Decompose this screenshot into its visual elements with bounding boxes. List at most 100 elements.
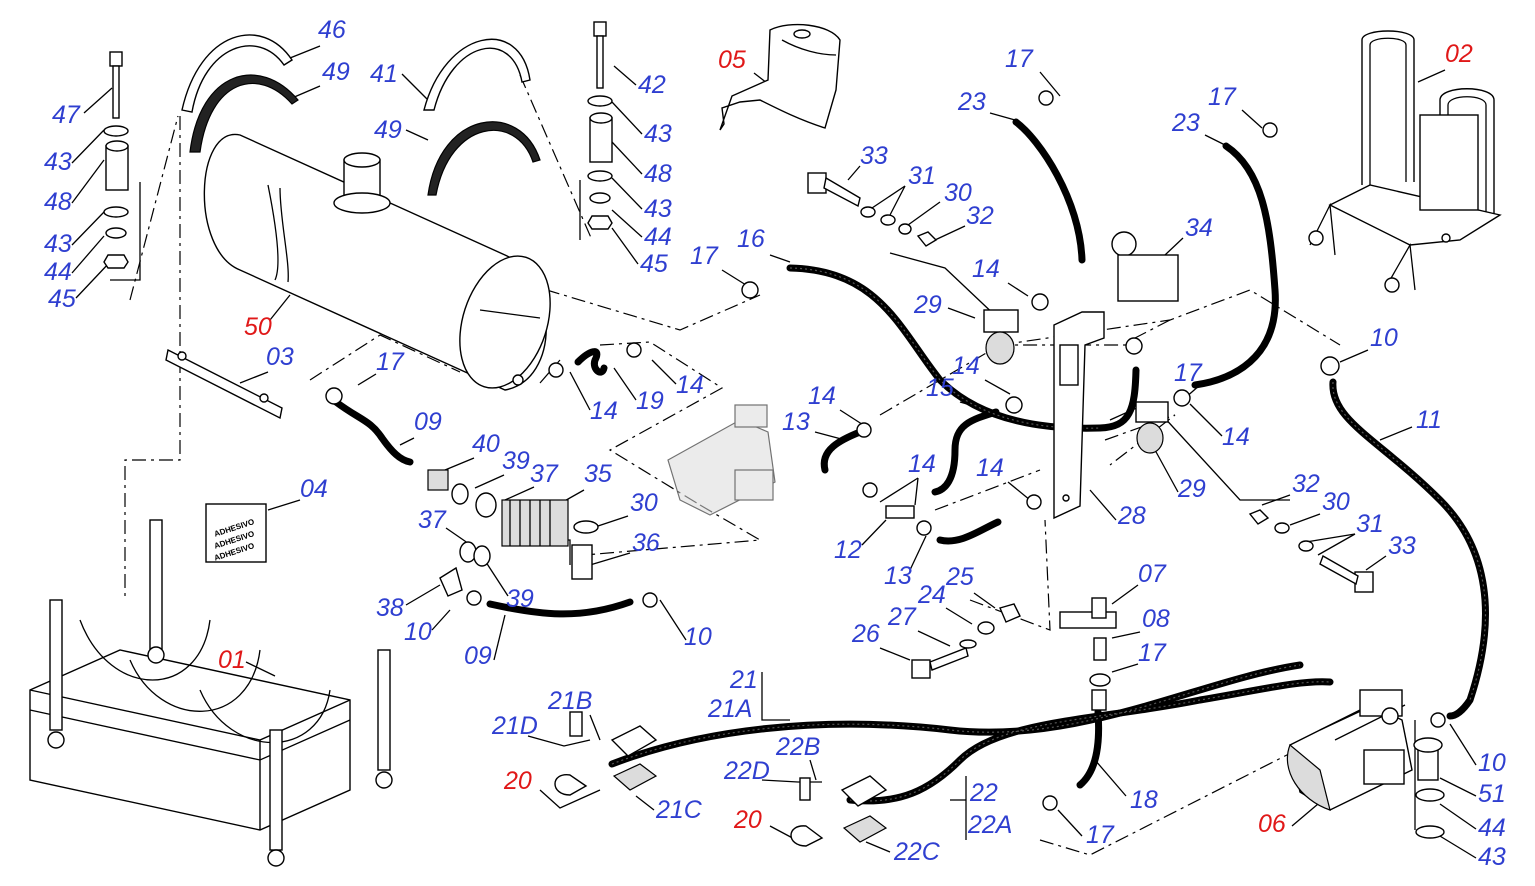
part-label-42: 42: [638, 71, 666, 99]
part-label-43: 43: [644, 120, 672, 148]
part-label-37: 37: [418, 506, 447, 534]
part-label-38: 38: [376, 594, 404, 622]
part-label-21a: 21A: [707, 695, 752, 723]
part-label-22d: 22D: [723, 757, 770, 785]
guard-05: [719, 23, 841, 131]
part-label-09: 09: [464, 642, 492, 670]
part-label-49: 49: [374, 116, 402, 144]
part-label-45: 45: [640, 250, 668, 278]
part-label-14: 14: [908, 450, 936, 478]
part-label-48: 48: [44, 188, 72, 216]
part-label-29: 29: [913, 291, 942, 319]
part-label-22b: 22B: [775, 733, 820, 761]
part-label-39: 39: [502, 447, 530, 475]
part-label-47: 47: [52, 101, 81, 129]
part-label-14: 14: [952, 352, 980, 380]
part-label-23: 23: [957, 88, 986, 116]
part-label-20: 20: [733, 806, 762, 834]
part-label-33: 33: [860, 142, 888, 170]
part-label-14: 14: [676, 371, 704, 399]
part-label-17: 17: [1208, 83, 1237, 111]
part-label-25: 25: [945, 563, 974, 591]
part-label-41: 41: [370, 60, 398, 88]
fittings: [205, 90, 1446, 847]
part-label-29: 29: [1177, 475, 1206, 503]
part-label-39: 39: [506, 585, 534, 613]
part-label-16: 16: [737, 225, 765, 253]
bracket-03: [165, 348, 283, 420]
part-label-44: 44: [1478, 814, 1506, 842]
part-label-40: 40: [472, 430, 500, 458]
part-label-11: 11: [1416, 406, 1442, 434]
part-label-44: 44: [44, 258, 72, 286]
part-label-33: 33: [1388, 532, 1416, 560]
part-label-13: 13: [884, 562, 912, 590]
part-label-21d: 21D: [491, 712, 538, 740]
part-label-01: 01: [218, 646, 246, 674]
tank-straps: [181, 34, 541, 196]
part-label-18: 18: [1130, 786, 1158, 814]
part-label-13: 13: [782, 408, 810, 436]
part-label-17: 17: [1174, 359, 1203, 387]
part-label-22: 22: [969, 779, 998, 807]
part-label-10: 10: [404, 618, 432, 646]
chassis-01: [29, 519, 393, 867]
hoses: [332, 118, 1489, 805]
part-label-15: 15: [926, 374, 954, 402]
part-label-49: 49: [322, 58, 350, 86]
part-label-17: 17: [1086, 821, 1115, 849]
part-label-19: 19: [636, 387, 664, 415]
part-label-08: 08: [1142, 605, 1170, 633]
part-label-17: 17: [1138, 639, 1167, 667]
part-label-21c: 21C: [655, 796, 703, 824]
part-label-27: 27: [887, 603, 917, 631]
part-label-28: 28: [1117, 502, 1146, 530]
part-label-45: 45: [48, 285, 76, 313]
part-label-30: 30: [1322, 488, 1350, 516]
part-label-48: 48: [644, 160, 672, 188]
part-label-36: 36: [632, 529, 660, 557]
part-label-14: 14: [590, 397, 618, 425]
part-label-43: 43: [644, 195, 672, 223]
part-label-20: 20: [503, 767, 532, 795]
part-label-14: 14: [976, 454, 1004, 482]
part-label-17: 17: [376, 348, 405, 376]
part-label-06: 06: [1258, 810, 1286, 838]
part-label-10: 10: [1370, 324, 1398, 352]
part-label-24: 24: [917, 581, 946, 609]
trolley-02: [1308, 30, 1502, 293]
part-label-03: 03: [266, 343, 294, 371]
part-label-21: 21: [729, 666, 758, 694]
part-label-44: 44: [644, 223, 672, 251]
left-bolt-stack: [103, 51, 129, 269]
part-label-51: 51: [1478, 780, 1506, 808]
part-label-43: 43: [44, 148, 72, 176]
water-tank: [203, 133, 551, 391]
pump-center: [667, 404, 776, 516]
part-label-07: 07: [1138, 560, 1167, 588]
part-label-10: 10: [1478, 749, 1506, 777]
part-label-30: 30: [944, 179, 972, 207]
part-label-43: 43: [1478, 843, 1506, 871]
part-label-04: 04: [300, 475, 328, 503]
part-label-50: 50: [244, 313, 272, 341]
part-label-37: 37: [530, 460, 559, 488]
part-label-05: 05: [718, 46, 746, 74]
part-label-22c: 22C: [893, 838, 941, 866]
part-label-30: 30: [630, 489, 658, 517]
right-bolt-stack: [587, 21, 613, 230]
part-label-22a: 22A: [967, 811, 1012, 839]
part-label-32: 32: [966, 202, 994, 230]
part-label-14: 14: [808, 382, 836, 410]
part-label-46: 46: [318, 16, 346, 44]
part-label-17: 17: [1005, 45, 1034, 73]
part-label-43: 43: [44, 230, 72, 258]
part-label-14: 14: [972, 255, 1000, 283]
part-label-02: 02: [1445, 40, 1473, 68]
part-label-26: 26: [851, 620, 880, 648]
part-label-14: 14: [1222, 423, 1250, 451]
part-label-34: 34: [1185, 214, 1213, 242]
part-label-17: 17: [690, 242, 719, 270]
